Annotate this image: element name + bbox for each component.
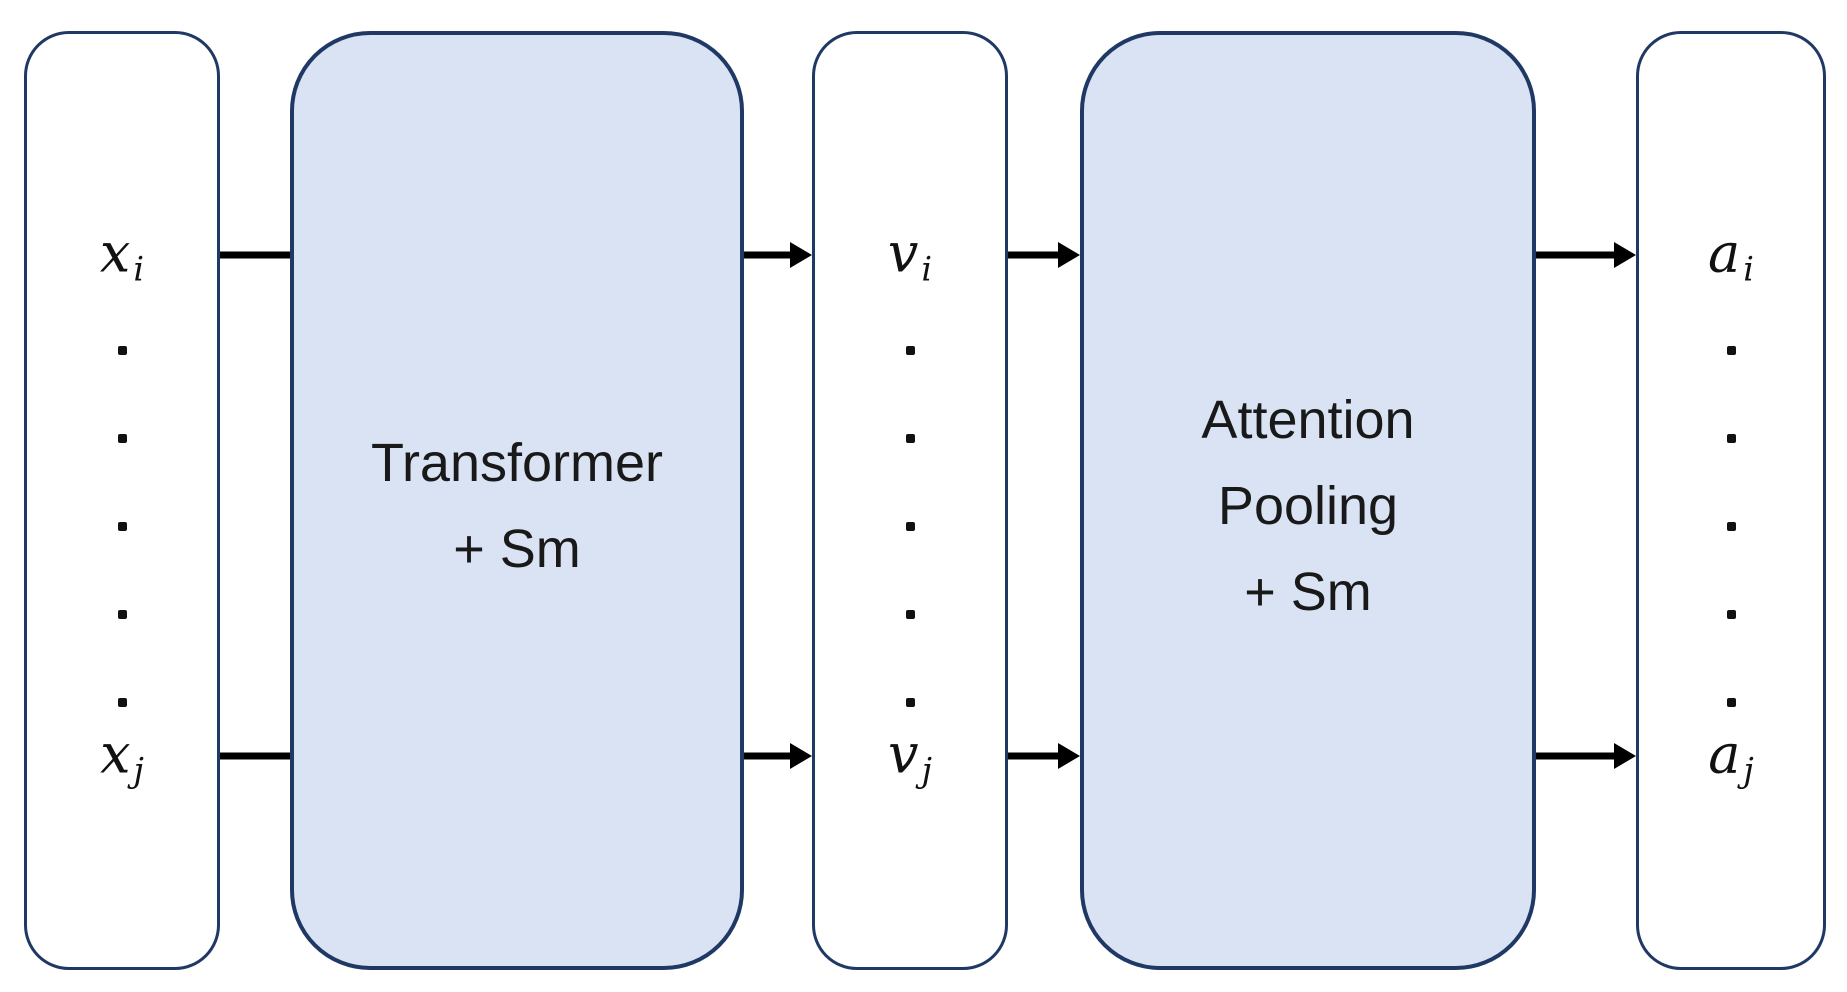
arrow-values-to-attention-bottom bbox=[1008, 743, 1080, 769]
label-v-i-subscript: i bbox=[921, 249, 933, 289]
arrow-transformer-to-values-top bbox=[744, 242, 812, 268]
vertical-ellipsis bbox=[27, 346, 217, 707]
output-sequence-box: ai aj bbox=[1636, 31, 1826, 970]
ellipsis-dot bbox=[905, 698, 915, 707]
label-v-j-base: v bbox=[888, 722, 919, 786]
label-v-j-subscript: j bbox=[921, 750, 932, 790]
arrow-shaft bbox=[744, 251, 794, 259]
transformer-block: Transformer + Sm bbox=[290, 31, 744, 970]
arrow-transformer-to-values-bottom bbox=[744, 743, 812, 769]
label-v-i-base: v bbox=[887, 221, 919, 285]
ellipsis-dot bbox=[1726, 698, 1736, 707]
arrowhead-icon bbox=[1058, 743, 1080, 769]
ellipsis-dot bbox=[905, 610, 915, 619]
arrow-shaft bbox=[1008, 251, 1062, 259]
arrowhead-icon bbox=[1614, 242, 1636, 268]
label-x-j-base: x bbox=[100, 722, 131, 786]
ellipsis-dot bbox=[905, 346, 915, 355]
label-v-i: vi bbox=[815, 221, 1005, 288]
arrowhead-icon bbox=[1614, 743, 1636, 769]
attention-label-line-1: Attention bbox=[1201, 389, 1415, 450]
attention-label-line-3: + Sm bbox=[1244, 561, 1372, 622]
label-a-j-base: a bbox=[1708, 722, 1741, 786]
ellipsis-dot bbox=[1726, 346, 1736, 355]
arrow-input-to-transformer-bottom bbox=[220, 743, 290, 769]
arrow-shaft bbox=[1536, 251, 1618, 259]
label-x-j: xj bbox=[27, 722, 217, 789]
arrow-attention-to-output-bottom bbox=[1536, 743, 1636, 769]
arrow-shaft bbox=[1536, 752, 1618, 760]
arrow-values-to-attention-top bbox=[1008, 242, 1080, 268]
attention-pooling-block-label: Attention Pooling + Sm bbox=[1201, 367, 1414, 635]
vertical-ellipsis bbox=[1639, 346, 1823, 707]
ellipsis-dot bbox=[1726, 434, 1736, 443]
attention-label-line-2: Pooling bbox=[1217, 475, 1399, 536]
label-x-i-subscript: i bbox=[133, 249, 145, 289]
ellipsis-dot bbox=[1726, 610, 1736, 619]
attention-pooling-block: Attention Pooling + Sm bbox=[1080, 31, 1536, 970]
arrow-attention-to-output-top bbox=[1536, 242, 1636, 268]
ellipsis-dot bbox=[117, 610, 127, 619]
label-v-j: vj bbox=[815, 722, 1005, 789]
arrow-shaft bbox=[220, 251, 290, 259]
arrow-shaft bbox=[1008, 752, 1062, 760]
ellipsis-dot bbox=[117, 434, 127, 443]
arrowhead-icon bbox=[790, 242, 812, 268]
label-x-j-subscript: j bbox=[133, 750, 144, 790]
label-x-i-base: x bbox=[99, 221, 131, 285]
vertical-ellipsis bbox=[815, 346, 1005, 707]
label-a-j: aj bbox=[1639, 722, 1823, 789]
label-a-i-base: a bbox=[1708, 221, 1741, 285]
ellipsis-dot bbox=[905, 522, 915, 531]
arrowhead-icon bbox=[1058, 242, 1080, 268]
arrow-input-to-transformer-top bbox=[220, 242, 290, 268]
ellipsis-dot bbox=[905, 434, 915, 443]
label-a-i-subscript: i bbox=[1743, 249, 1754, 289]
label-a-j-subscript: j bbox=[1743, 750, 1754, 790]
value-sequence-box: vi vj bbox=[812, 31, 1008, 970]
arrow-shaft bbox=[744, 752, 794, 760]
label-x-i: xi bbox=[27, 221, 217, 288]
transformer-label-line-2: + Sm bbox=[453, 518, 581, 579]
label-a-i: ai bbox=[1639, 221, 1823, 288]
arrowhead-icon bbox=[790, 743, 812, 769]
transformer-label-line-1: Transformer bbox=[370, 432, 664, 493]
ellipsis-dot bbox=[117, 698, 127, 707]
ellipsis-dot bbox=[117, 522, 127, 531]
ellipsis-dot bbox=[117, 346, 127, 355]
input-sequence-box: xi xj bbox=[24, 31, 220, 970]
arrow-shaft bbox=[220, 752, 290, 760]
ellipsis-dot bbox=[1726, 522, 1736, 531]
transformer-block-label: Transformer + Sm bbox=[371, 410, 663, 592]
